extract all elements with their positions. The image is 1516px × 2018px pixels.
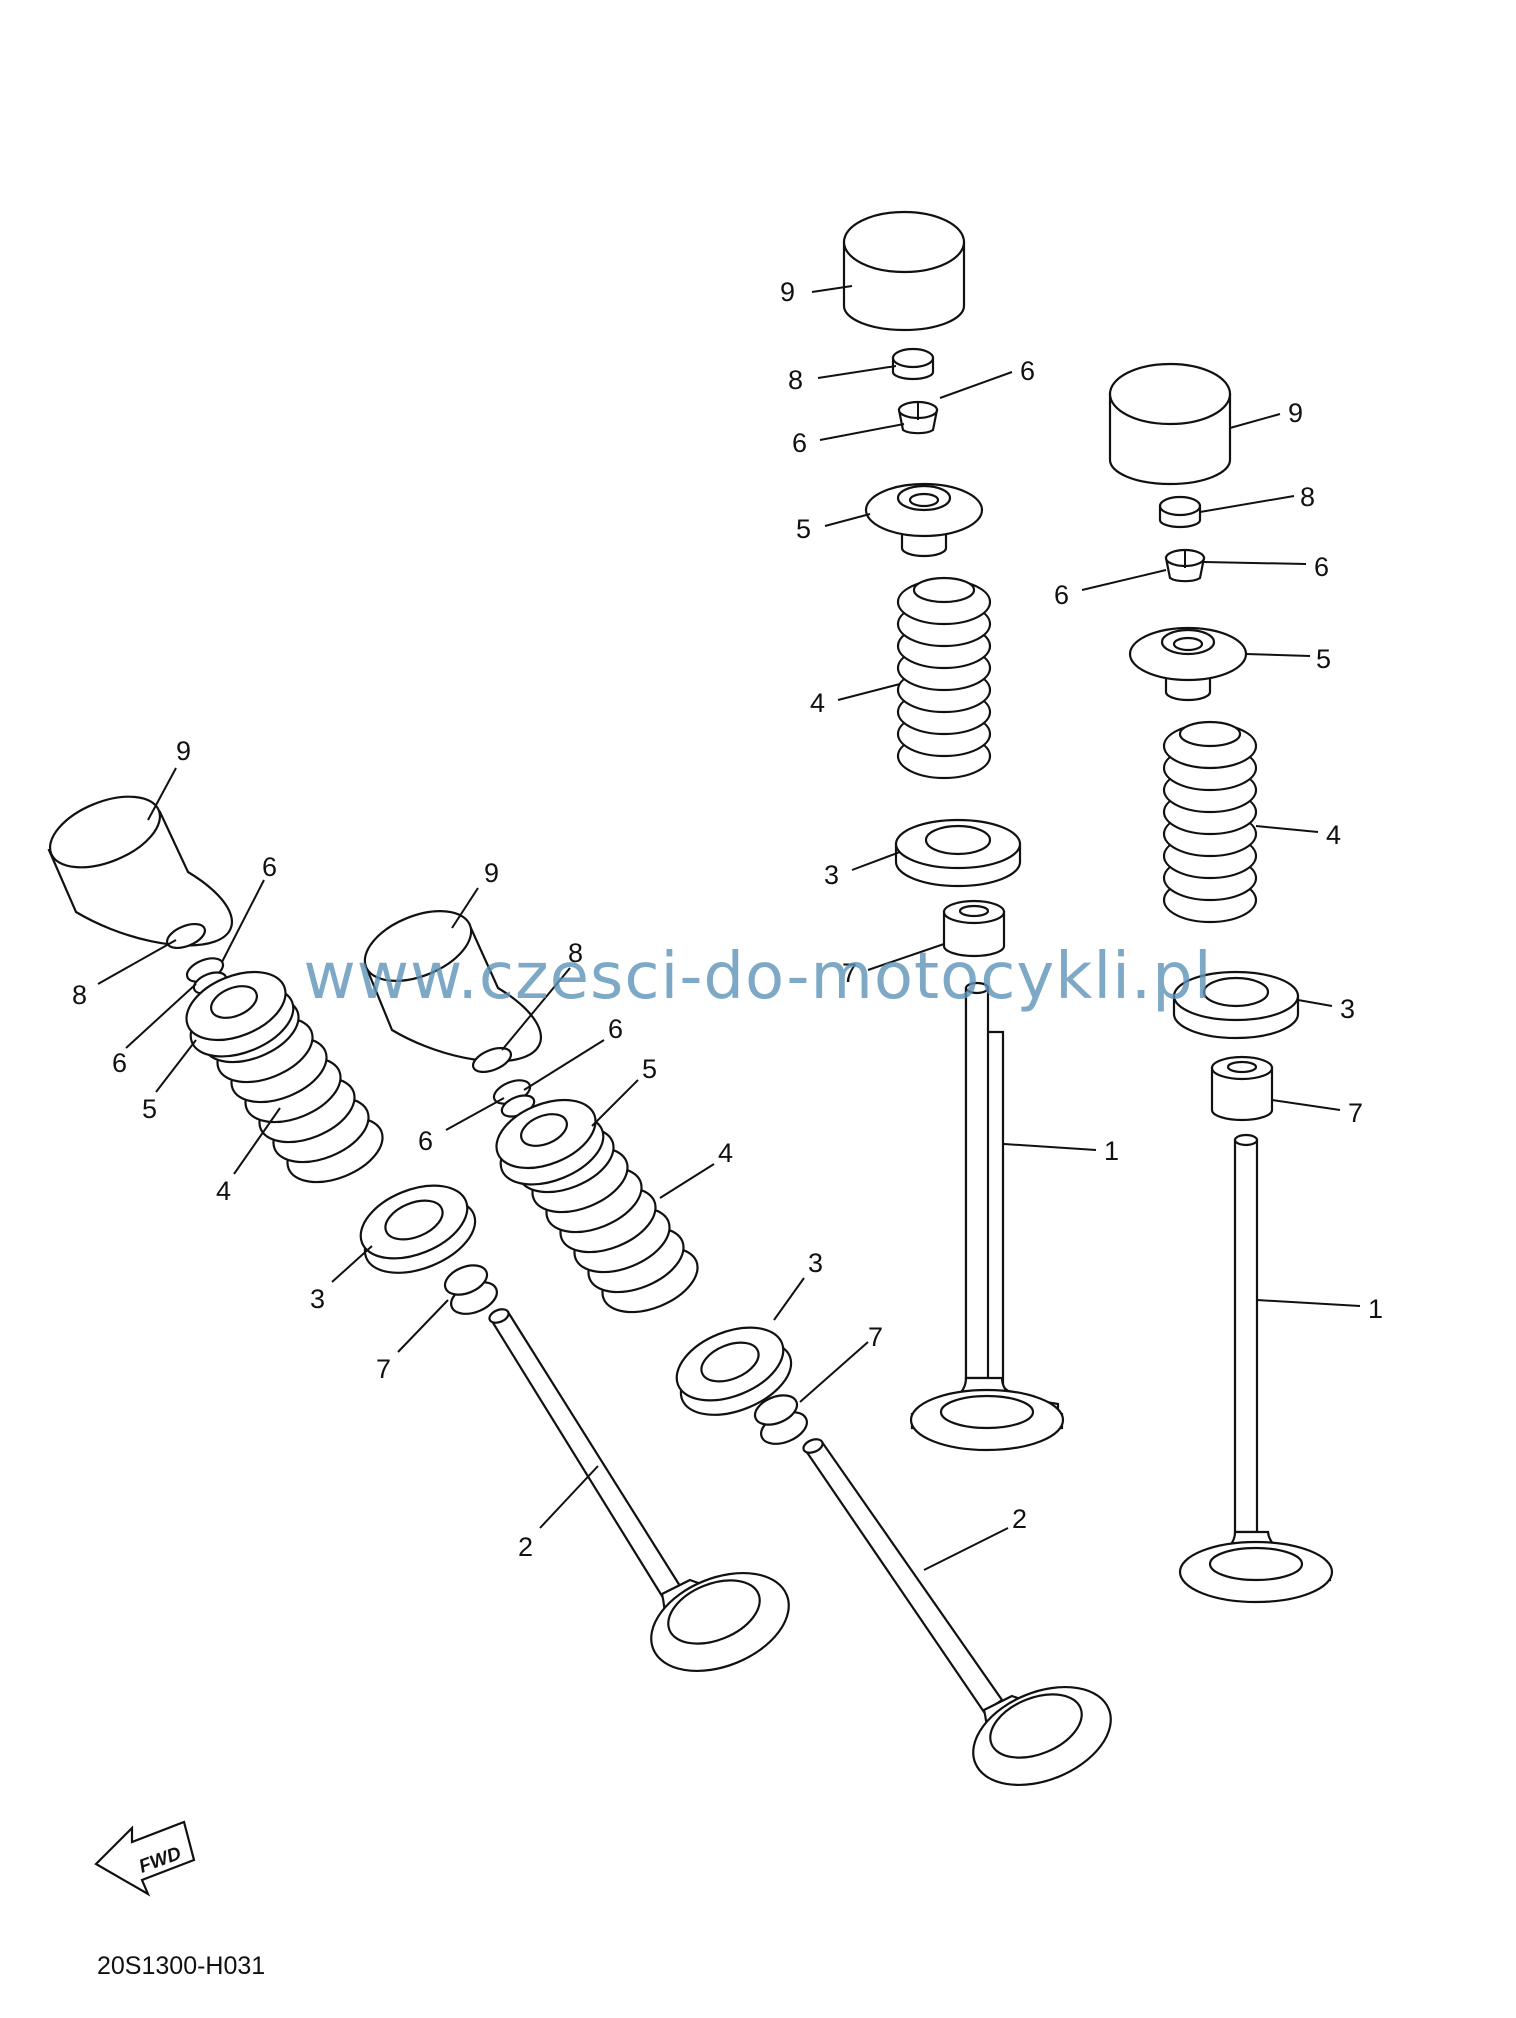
valve-spring-retainer	[495, 1098, 605, 1186]
callout-4: 4	[1326, 820, 1341, 850]
callout-6: 6	[112, 1048, 127, 1078]
leader-lines	[97, 285, 1361, 1571]
intake-valve	[909, 981, 1065, 1452]
callout-7: 7	[868, 1322, 883, 1352]
exhaust-valve	[802, 1438, 1112, 1787]
callout-6: 6	[608, 1014, 623, 1044]
callout-5: 5	[796, 514, 811, 544]
valve-stem-seal	[1210, 1055, 1274, 1122]
callout-3: 3	[808, 1248, 823, 1278]
callout-3: 3	[1340, 994, 1355, 1024]
callout-6: 6	[1054, 580, 1069, 610]
callout-1: 1	[1104, 1136, 1119, 1166]
valve-lifter	[363, 910, 543, 1063]
valve-lifter	[47, 795, 234, 947]
adjusting-pad	[891, 347, 935, 381]
callout-6: 6	[262, 852, 277, 882]
callout-8: 8	[72, 980, 87, 1010]
valve-spring-seat	[675, 1326, 793, 1416]
callout-2: 2	[1012, 1504, 1027, 1534]
callout-6: 6	[1020, 356, 1035, 386]
callout-1: 1	[1368, 1294, 1383, 1324]
part-code: 20S1300-H031	[97, 1952, 266, 1980]
valve-spring-retainer	[864, 482, 984, 558]
callout-5: 5	[1316, 644, 1331, 674]
valve-spring	[1162, 720, 1258, 924]
valve-cotter	[897, 400, 939, 435]
valve-assembly-b	[363, 910, 1112, 1787]
callout-7: 7	[842, 958, 857, 988]
callout-6: 6	[792, 428, 807, 458]
callout-8: 8	[1300, 482, 1315, 512]
callout-9: 9	[780, 277, 795, 307]
callout-4: 4	[810, 688, 825, 718]
callout-3: 3	[824, 860, 839, 890]
callout-9: 9	[484, 858, 499, 888]
valve-stem-seal	[443, 1264, 498, 1315]
valve-assembly-d	[1108, 362, 1334, 1604]
valve-spring-seat	[359, 1184, 477, 1274]
adjusting-pad	[471, 1046, 513, 1074]
adjusting-pad	[1158, 495, 1202, 529]
valve-stem-seal	[942, 899, 1006, 958]
valve-spring-seat	[1172, 970, 1300, 1040]
callout-6: 6	[1314, 552, 1329, 582]
valve-cotter	[1164, 548, 1206, 583]
adjusting-pad	[165, 922, 207, 950]
valve-spring	[896, 576, 992, 780]
callout-8: 8	[568, 938, 583, 968]
callout-4: 4	[718, 1138, 733, 1168]
callout-8: 8	[788, 365, 803, 395]
callout-9: 9	[176, 736, 191, 766]
valve-lifter	[842, 210, 966, 332]
callout-3: 3	[310, 1284, 325, 1314]
intake-valve	[1178, 1133, 1334, 1604]
callout-9: 9	[1288, 398, 1303, 428]
callout-7: 7	[1348, 1098, 1363, 1128]
valve-assembly-c	[842, 210, 1065, 1452]
fwd-arrow-icon: FWD	[94, 1820, 196, 1897]
callout-numbers: 9 8 6 6 5 4 3 7 1 9 8 6 6 5 4 3 7 1 9 6 …	[72, 277, 1383, 1562]
valve-spring-retainer	[1128, 626, 1248, 702]
callout-7: 7	[376, 1354, 391, 1384]
callout-4: 4	[216, 1176, 231, 1206]
callout-5: 5	[142, 1094, 157, 1124]
callout-5: 5	[642, 1054, 657, 1084]
valve-cotter	[185, 957, 228, 995]
valve-spring-retainer	[185, 970, 295, 1058]
valve-spring-seat	[894, 818, 1022, 888]
exhaust-valve	[488, 1308, 790, 1673]
valve-assembly-a	[47, 795, 790, 1673]
valve-lifter	[1108, 362, 1232, 486]
callout-6: 6	[418, 1126, 433, 1156]
callout-2: 2	[518, 1532, 533, 1562]
valve-stem-seal	[753, 1394, 808, 1445]
